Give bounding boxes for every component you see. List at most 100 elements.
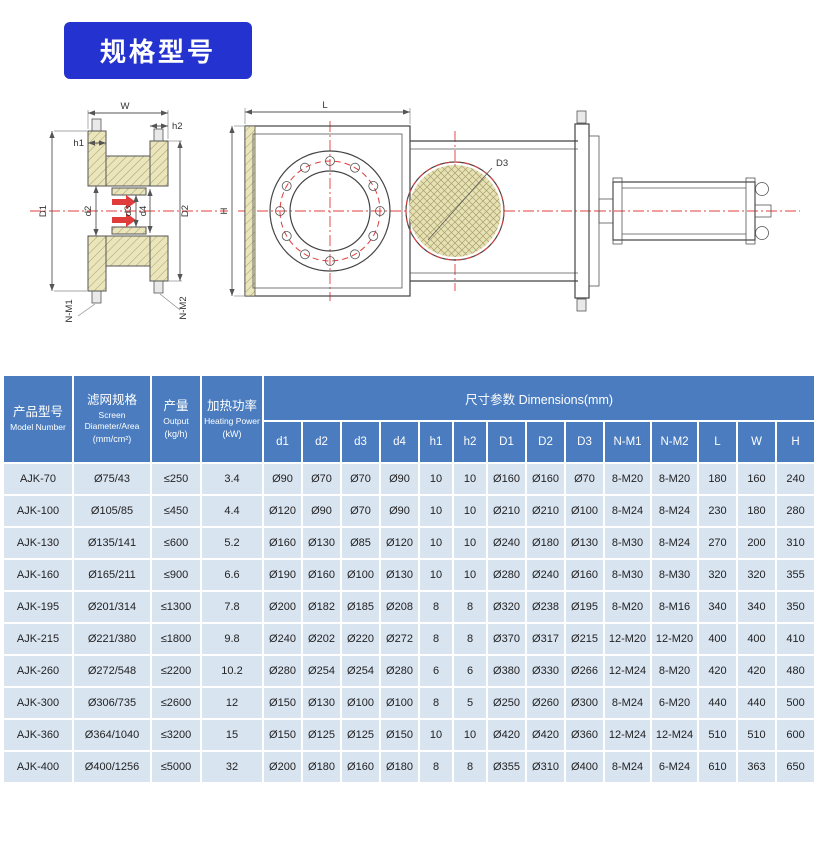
value-cell: 10	[452, 718, 488, 752]
col-header-heating-unit: (kW)	[222, 428, 242, 439]
value-cell: Ø210	[525, 494, 566, 528]
value-cell: 8-M24	[603, 494, 652, 528]
dim-col-header: h1	[418, 420, 454, 464]
value-cell: Ø266	[564, 654, 605, 688]
value-cell: Ø105/85	[72, 494, 152, 528]
dim-label-d2-outer: D2	[180, 205, 191, 217]
dim-col-header: d3	[340, 420, 381, 464]
model-cell: AJK-260	[2, 654, 74, 688]
model-cell: AJK-70	[2, 462, 74, 496]
value-cell: 320	[736, 558, 777, 592]
value-cell: Ø210	[486, 494, 527, 528]
dim-label-d4: d4	[138, 206, 149, 217]
value-cell: 610	[697, 750, 738, 784]
dim-col-header: D1	[486, 420, 527, 464]
value-cell: 10	[418, 526, 454, 560]
bolt-callout-nm2: N-M2	[178, 296, 189, 319]
value-cell: Ø90	[301, 494, 342, 528]
value-cell: Ø180	[525, 526, 566, 560]
col-header-heating-zh: 加热功率	[206, 398, 257, 413]
value-cell: 6-M20	[650, 686, 699, 720]
value-cell: 510	[736, 718, 777, 752]
value-cell: 280	[774, 494, 817, 528]
value-cell: ≤450	[150, 494, 202, 528]
value-cell: 340	[736, 590, 777, 624]
model-cell: AJK-300	[2, 686, 74, 720]
model-cell: AJK-195	[2, 590, 74, 624]
value-cell: Ø420	[525, 718, 566, 752]
value-cell: Ø130	[301, 686, 342, 720]
value-cell: 180	[697, 462, 738, 496]
value-cell: Ø200	[262, 750, 303, 784]
dim-label-w: W	[121, 101, 130, 112]
header-row-top: 产品型号 Model Number 滤网规格 Screen Diameter/A…	[2, 374, 817, 464]
value-cell: Ø90	[379, 494, 420, 528]
value-cell: 5.2	[200, 526, 264, 560]
side-view: L H D3	[219, 100, 800, 312]
value-cell: Ø182	[301, 590, 342, 624]
value-cell: Ø160	[564, 558, 605, 592]
value-cell: Ø100	[379, 686, 420, 720]
value-cell: Ø125	[301, 718, 342, 752]
dim-label-d3-screen: D3	[496, 158, 508, 169]
value-cell: Ø280	[486, 558, 527, 592]
value-cell: Ø120	[262, 494, 303, 528]
model-cell: AJK-160	[2, 558, 74, 592]
value-cell: Ø150	[262, 718, 303, 752]
value-cell: 600	[774, 718, 817, 752]
technical-drawing: W h2 h1 D1 d2 d3 d4 D2 N-M1 N-M2	[0, 96, 817, 366]
value-cell: 340	[697, 590, 738, 624]
value-cell: 10	[452, 526, 488, 560]
dim-col-header: d1	[262, 420, 303, 464]
dim-label-h2: h2	[172, 121, 183, 132]
value-cell: Ø202	[301, 622, 342, 656]
value-cell: Ø130	[564, 526, 605, 560]
value-cell: 320	[697, 558, 738, 592]
dim-col-header: W	[736, 420, 777, 464]
dim-label-d3: d3	[123, 206, 134, 217]
value-cell: 8-M30	[603, 526, 652, 560]
value-cell: Ø320	[486, 590, 527, 624]
value-cell: Ø400/1256	[72, 750, 152, 784]
flow-arrow-icon	[112, 213, 136, 227]
value-cell: 8-M20	[650, 654, 699, 688]
value-cell: 8	[452, 750, 488, 784]
value-cell: 160	[736, 462, 777, 496]
dim-label-h1: h1	[73, 138, 84, 149]
value-cell: Ø160	[525, 462, 566, 496]
value-cell: ≤900	[150, 558, 202, 592]
value-cell: 420	[697, 654, 738, 688]
value-cell: 8-M24	[650, 494, 699, 528]
value-cell: Ø240	[262, 622, 303, 656]
value-cell: Ø208	[379, 590, 420, 624]
value-cell: Ø240	[525, 558, 566, 592]
value-cell: 6	[418, 654, 454, 688]
col-header-output: 产量 Output (kg/h)	[150, 374, 202, 464]
value-cell: Ø195	[564, 590, 605, 624]
model-cell: AJK-360	[2, 718, 74, 752]
col-header-output-en: Output	[163, 415, 189, 426]
col-header-screen-zh: 滤网规格	[86, 393, 137, 407]
bolt-holes	[275, 156, 385, 266]
value-cell: 400	[697, 622, 738, 656]
value-cell: 500	[774, 686, 817, 720]
value-cell: 440	[697, 686, 738, 720]
value-cell: Ø190	[262, 558, 303, 592]
value-cell: 32	[200, 750, 264, 784]
value-cell: 10.2	[200, 654, 264, 688]
value-cell: 8-M16	[650, 590, 699, 624]
value-cell: 8	[418, 686, 454, 720]
model-cell: AJK-130	[2, 526, 74, 560]
value-cell: Ø360	[564, 718, 605, 752]
value-cell: Ø272	[379, 622, 420, 656]
value-cell: 410	[774, 622, 817, 656]
value-cell: 270	[697, 526, 738, 560]
section-view: W h2 h1 D1 d2 d3 d4 D2 N-M1 N-M2	[30, 101, 228, 323]
value-cell: 12-M24	[603, 718, 652, 752]
